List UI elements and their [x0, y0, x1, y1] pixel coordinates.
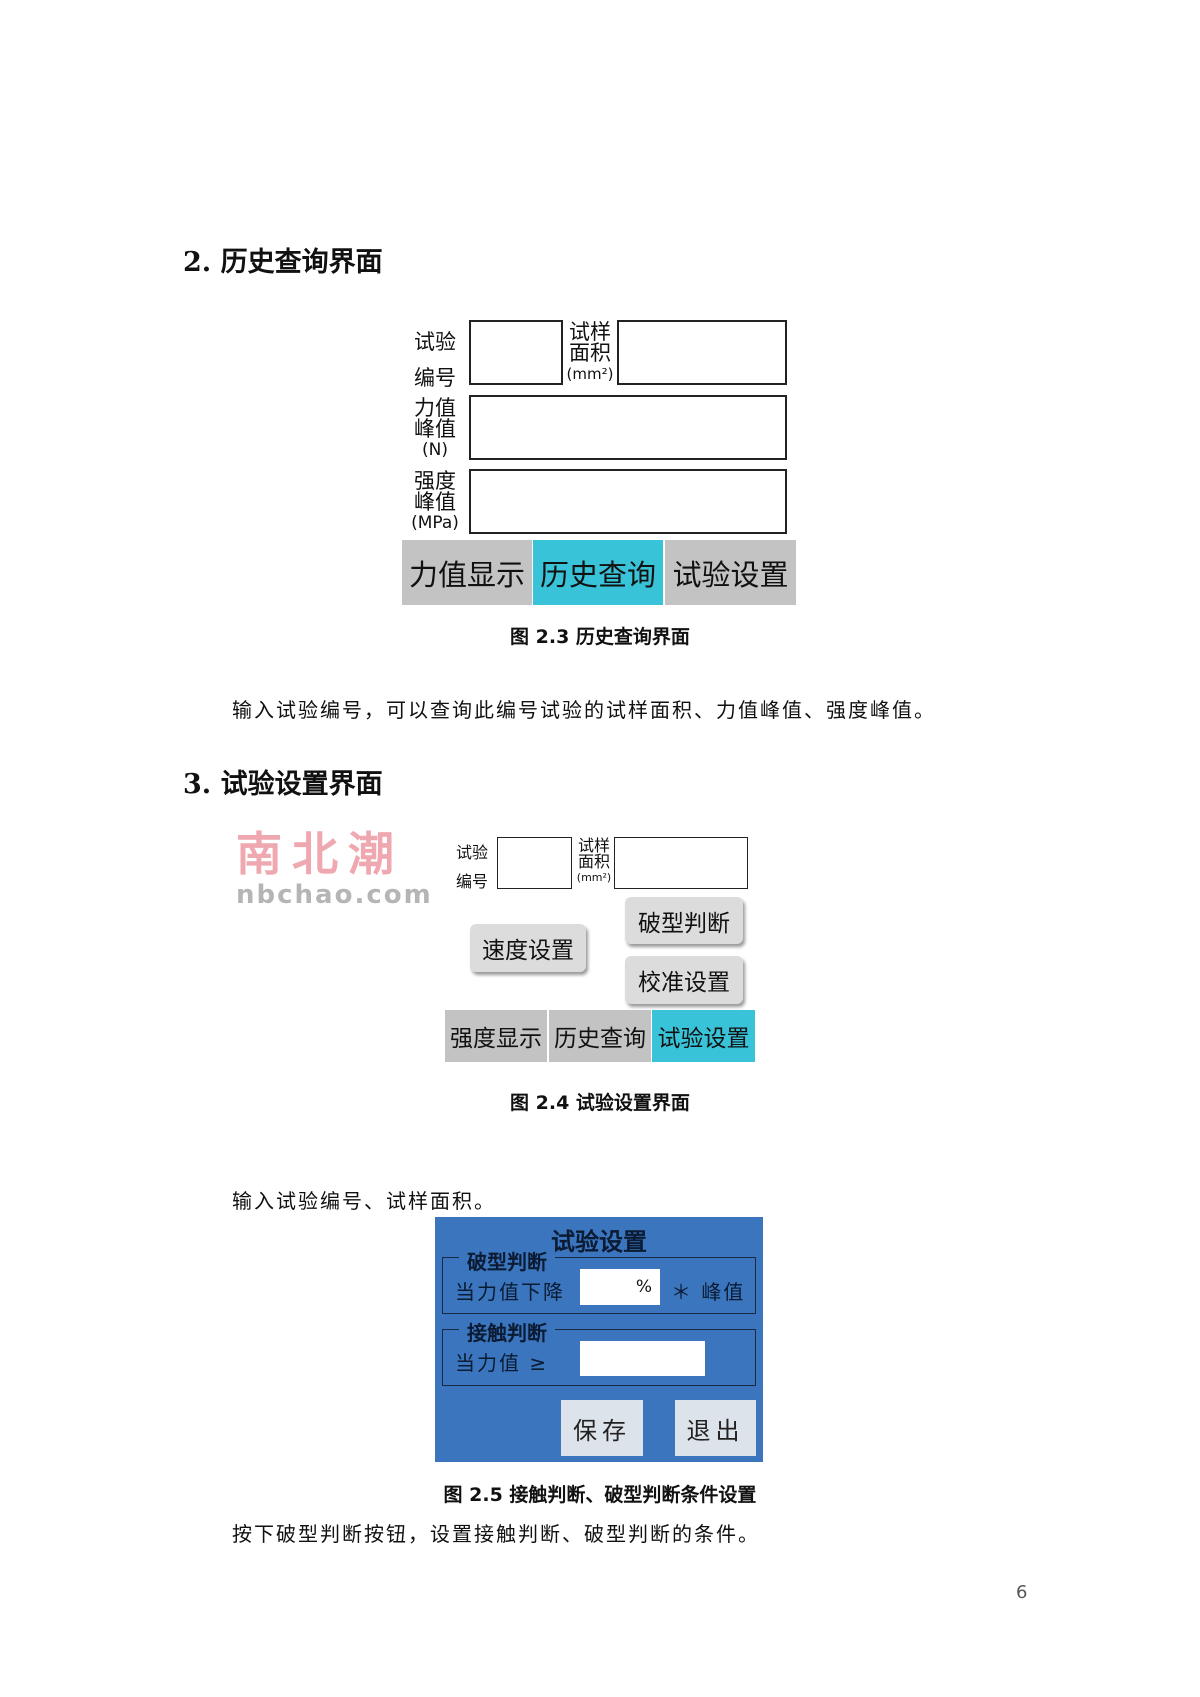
label-force-peak: 力值峰值(N) [414, 396, 456, 461]
label-strength-peak: 强度峰值(MPa) [411, 469, 459, 534]
break-judgement-group [442, 1257, 756, 1314]
speed-settings-button[interactable]: 速度设置 [470, 924, 586, 972]
tab-history-query[interactable]: 历史查询 [549, 1010, 651, 1062]
page-number: 6 [1016, 1582, 1028, 1603]
watermark-cn: 南北潮 [236, 827, 404, 881]
break-percent-input[interactable]: % [580, 1269, 660, 1305]
exit-button[interactable]: 退出 [675, 1400, 756, 1456]
area-field[interactable] [617, 320, 787, 385]
tab-history-query[interactable]: 历史查询 [533, 540, 663, 605]
tab-force-display[interactable]: 力值显示 [402, 540, 532, 605]
label-area: 试样面积(mm²) [576, 836, 612, 885]
break-group-legend: 破型判断 [459, 1246, 555, 1275]
strength-peak-field [469, 469, 787, 534]
label-area: 试样面积(mm²) [566, 320, 614, 384]
tab-test-settings[interactable]: 试验设置 [652, 1010, 755, 1062]
test-settings-dialog: 试验设置 破型判断 当力值下降 % ＊ 峰值 接触判断 当力值 ≥ 保存 退出 [435, 1217, 763, 1462]
contact-force-input[interactable] [580, 1341, 705, 1376]
watermark-url: nbchao.com [236, 880, 433, 910]
area-field[interactable] [614, 837, 748, 889]
peak-suffix: ＊ 峰值 [671, 1280, 746, 1304]
save-button[interactable]: 保存 [561, 1400, 643, 1456]
paragraph: 输入试验编号、试样面积。 [232, 1189, 496, 1213]
break-judgement-button[interactable]: 破型判断 [625, 897, 743, 944]
contact-judgement-group [442, 1329, 756, 1386]
figure-caption-2-4: 图 2.4 试验设置界面 [510, 1092, 690, 1114]
tab-test-settings[interactable]: 试验设置 [665, 540, 796, 605]
figure-caption-2-5: 图 2.5 接触判断、破型判断条件设置 [443, 1484, 757, 1506]
force-peak-field [469, 395, 787, 460]
break-label: 当力值下降 [455, 1280, 565, 1304]
tab-strength-display[interactable]: 强度显示 [445, 1010, 547, 1062]
contact-group-legend: 接触判断 [459, 1317, 555, 1346]
percent-unit: % [635, 1277, 652, 1297]
paragraph: 按下破型判断按钮，设置接触判断、破型判断的条件。 [232, 1522, 760, 1546]
test-no-field[interactable] [469, 320, 563, 385]
calibration-settings-button[interactable]: 校准设置 [625, 956, 743, 1004]
contact-label: 当力值 ≥ [455, 1351, 549, 1375]
section-heading-3: 3. 试验设置界面 [183, 769, 383, 800]
paragraph: 输入试验编号，可以查询此编号试验的试样面积、力值峰值、强度峰值。 [232, 698, 936, 722]
figure-caption-2-3: 图 2.3 历史查询界面 [510, 626, 690, 648]
label-test-no: 试验编号 [414, 330, 456, 390]
label-test-no: 试验编号 [455, 843, 488, 891]
test-no-field[interactable] [497, 837, 572, 889]
section-heading-2: 2. 历史查询界面 [183, 247, 383, 278]
dialog-title: 试验设置 [551, 1228, 647, 1256]
